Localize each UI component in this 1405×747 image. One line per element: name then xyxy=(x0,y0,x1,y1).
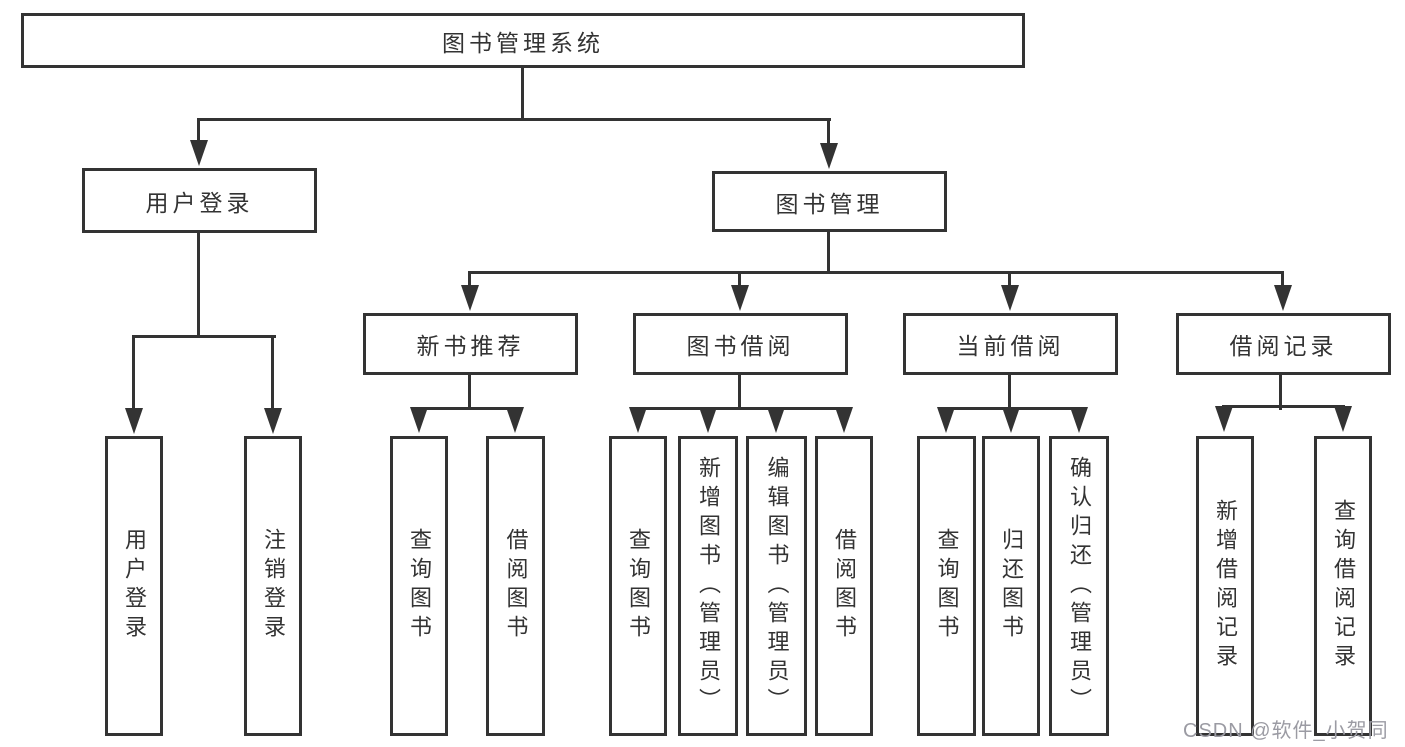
arrow-down-icon xyxy=(1215,406,1233,432)
node-book-borrowing: 图书借阅 xyxy=(633,313,848,375)
node-user-login: 用户登录 xyxy=(82,168,317,233)
arrow-down-icon xyxy=(731,285,749,311)
node-label: 图书管理 xyxy=(775,190,884,217)
leaf-label: 用户登录 xyxy=(122,528,147,644)
connector-current-stem xyxy=(1008,375,1011,410)
leaf-logout: 注销登录 xyxy=(244,436,302,736)
node-book-management: 图书管理 xyxy=(712,171,947,232)
connector-drop xyxy=(271,335,274,412)
connector-drop xyxy=(827,118,830,147)
leaf-query-borrow-record: 查询借阅记录 xyxy=(1314,436,1372,736)
arrow-down-icon xyxy=(1274,285,1292,311)
leaf-label: 归还图书 xyxy=(999,528,1024,644)
connector-borrow-stem xyxy=(738,375,741,410)
connector-records-stem xyxy=(1279,375,1282,410)
arrow-down-icon xyxy=(629,407,647,433)
arrow-down-icon xyxy=(264,408,282,434)
leaf-query-books-newbooks: 查询图书 xyxy=(390,436,448,736)
leaf-label: 编辑图书（管理员） xyxy=(764,455,790,717)
connector-borrow-rail xyxy=(636,407,846,410)
connector-drop xyxy=(738,271,741,291)
node-label: 借阅记录 xyxy=(1229,333,1338,359)
leaf-return-book: 归还图书 xyxy=(982,436,1040,736)
leaf-label: 借阅图书 xyxy=(832,528,857,644)
node-label: 图书借阅 xyxy=(686,333,795,359)
connector-drop xyxy=(468,271,471,291)
leaf-label: 查询借阅记录 xyxy=(1331,499,1356,673)
arrow-down-icon xyxy=(1334,406,1352,432)
arrow-down-icon xyxy=(699,407,717,433)
arrow-down-icon xyxy=(835,407,853,433)
arrow-down-icon xyxy=(506,407,524,433)
arrow-down-icon xyxy=(125,408,143,434)
connector-drop xyxy=(132,335,135,412)
arrow-down-icon xyxy=(1002,407,1020,433)
connector-drop xyxy=(1008,271,1011,291)
arrow-down-icon xyxy=(1001,285,1019,311)
leaf-add-borrow-record: 新增借阅记录 xyxy=(1196,436,1254,736)
leaf-label: 注销登录 xyxy=(261,528,286,644)
arrow-down-icon xyxy=(190,140,208,166)
leaf-label: 借阅图书 xyxy=(503,528,529,644)
csdn-watermark: CSDN @软件_小贺同学 xyxy=(1183,720,1389,742)
leaf-label: 查询图书 xyxy=(407,528,432,644)
leaf-query-books-borrow: 查询图书 xyxy=(609,436,667,736)
connector-newbook-stem xyxy=(468,375,471,410)
node-book-management-system: 图书管理系统 xyxy=(21,13,1025,68)
leaf-label: 确认归还（管理员） xyxy=(1067,455,1092,717)
leaf-user-login: 用户登录 xyxy=(105,436,163,736)
leaf-add-book-admin: 新增图书（管理员） xyxy=(678,436,738,736)
arrow-down-icon xyxy=(937,407,955,433)
node-label: 图书管理系统 xyxy=(442,29,604,56)
arrow-down-icon xyxy=(461,285,479,311)
connector-bookmgmt-rail xyxy=(468,271,1284,274)
leaf-borrow-books-borrow: 借阅图书 xyxy=(815,436,873,736)
arrow-down-icon xyxy=(767,407,785,433)
node-label: 新书推荐 xyxy=(416,333,525,359)
node-new-book-recommend: 新书推荐 xyxy=(363,313,578,375)
leaf-borrow-books-newbooks: 借阅图书 xyxy=(486,436,545,736)
leaf-query-books-current: 查询图书 xyxy=(917,436,976,736)
leaf-label: 查询图书 xyxy=(934,528,960,644)
leaf-edit-book-admin: 编辑图书（管理员） xyxy=(746,436,807,736)
connector-userlogin-rail xyxy=(132,335,276,338)
node-label: 当前借阅 xyxy=(956,333,1065,359)
connector-records-rail xyxy=(1222,405,1345,408)
node-current-borrowing: 当前借阅 xyxy=(903,313,1118,375)
leaf-label: 新增借阅记录 xyxy=(1213,499,1238,673)
node-label: 用户登录 xyxy=(145,189,254,216)
connector-drop xyxy=(1281,271,1284,291)
leaf-confirm-return-admin: 确认归还（管理员） xyxy=(1049,436,1109,736)
leaf-label: 新增图书（管理员） xyxy=(696,455,721,717)
arrow-down-icon xyxy=(1070,407,1088,433)
connector-newbook-rail xyxy=(417,407,518,410)
connector-userlogin-stem xyxy=(197,233,200,338)
node-borrowing-records: 借阅记录 xyxy=(1176,313,1391,375)
connector-bookmgmt-stem xyxy=(827,232,830,274)
connector-drop xyxy=(197,118,200,144)
connector-root-rail xyxy=(197,118,831,121)
arrow-down-icon xyxy=(410,407,428,433)
connector-root-stem xyxy=(521,68,524,118)
leaf-label: 查询图书 xyxy=(626,528,651,644)
arrow-down-icon xyxy=(820,143,838,169)
